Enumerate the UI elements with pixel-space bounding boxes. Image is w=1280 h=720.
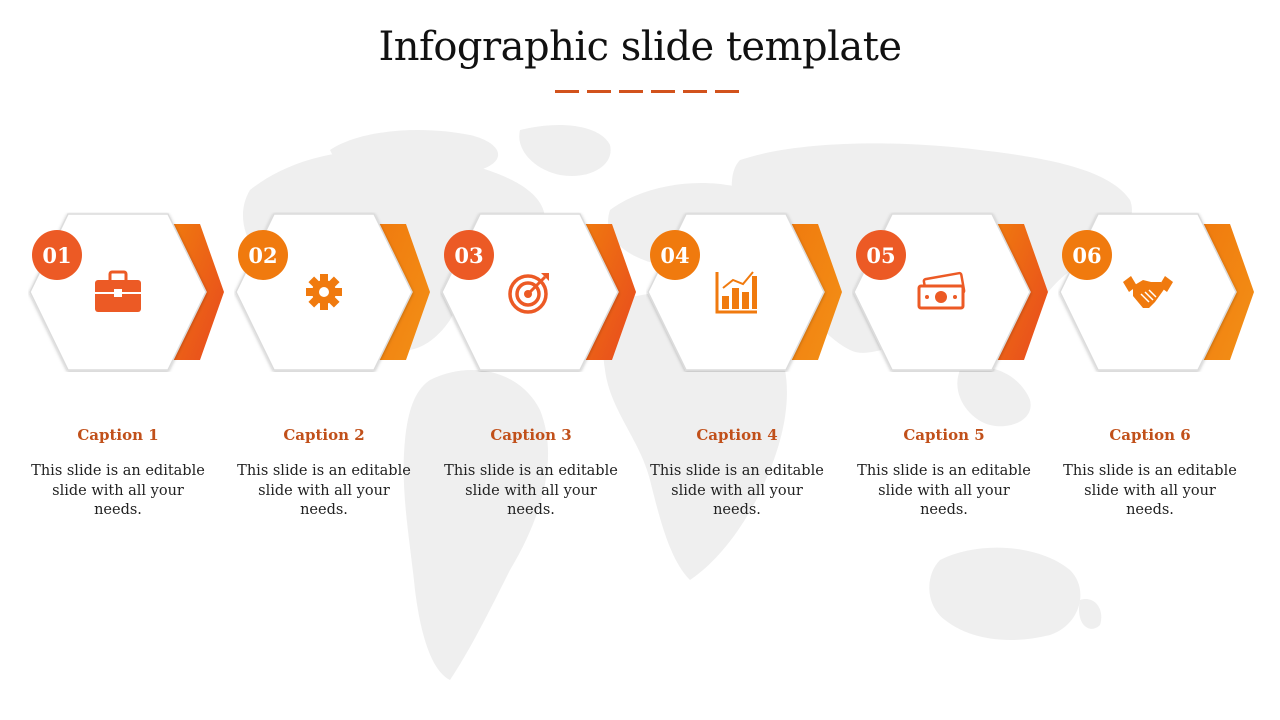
caption-2: Caption 2 (283, 426, 365, 444)
caption-4: Caption 4 (696, 426, 778, 444)
description-6: This slide is an editable slide with all… (1063, 463, 1237, 518)
handshake-icon (1123, 276, 1173, 308)
caption-6: Caption 6 (1109, 426, 1191, 444)
step-number-badge: 02 (238, 230, 288, 280)
step-card-3: 03 (440, 212, 665, 372)
step-card-2: 02 (234, 212, 459, 372)
step-number-badge: 04 (650, 230, 700, 280)
caption-5: Caption 5 (903, 426, 985, 444)
money-icon (917, 271, 966, 310)
underline-dash (715, 90, 739, 93)
step-card-4: 04 (646, 212, 871, 372)
caption-3: Caption 3 (490, 426, 572, 444)
gear-icon (306, 274, 342, 310)
briefcase-icon (95, 270, 141, 312)
step-number-badge: 06 (1062, 230, 1112, 280)
underline-dash (683, 90, 707, 93)
step-number-badge: 03 (444, 230, 494, 280)
bar-chart-icon (715, 271, 757, 314)
description-4: This slide is an editable slide with all… (650, 463, 824, 518)
underline-dash (587, 90, 611, 93)
step-card-5: 05 (852, 212, 1077, 372)
step-number-badge: 05 (856, 230, 906, 280)
caption-1: Caption 1 (77, 426, 159, 444)
underline-dash (651, 90, 675, 93)
description-1: This slide is an editable slide with all… (31, 463, 205, 518)
step-card-6: 06 (1058, 212, 1280, 372)
step-card-1: 01 (28, 212, 253, 372)
title-underline (555, 90, 739, 93)
target-icon (508, 273, 549, 314)
page-title: Infographic slide template (378, 24, 902, 70)
description-3: This slide is an editable slide with all… (444, 463, 618, 518)
underline-dash (555, 90, 579, 93)
underline-dash (619, 90, 643, 93)
description-2: This slide is an editable slide with all… (237, 463, 411, 518)
step-number-badge: 01 (32, 230, 82, 280)
description-5: This slide is an editable slide with all… (857, 463, 1031, 518)
